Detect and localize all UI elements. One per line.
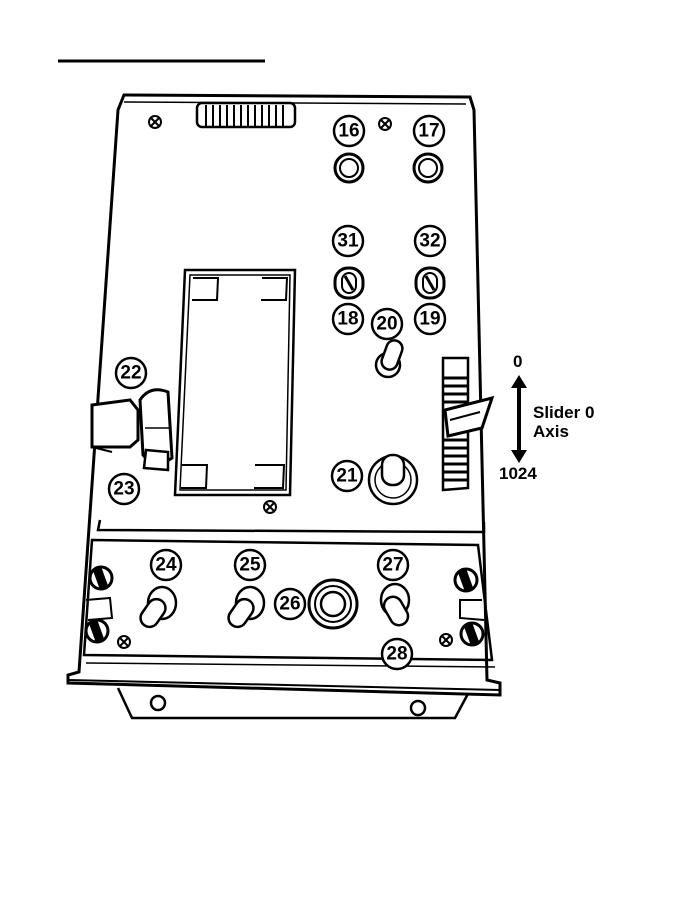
callout-22-label: 22 <box>120 363 141 384</box>
callout-17: 17 <box>414 116 444 146</box>
callout-26-label: 26 <box>279 594 300 615</box>
slider-axis-title-line1: Slider 0 <box>533 403 594 422</box>
callout-26: 26 <box>275 589 305 619</box>
callout-32: 32 <box>415 226 445 256</box>
slider-axis-title-line2: Axis <box>533 422 569 441</box>
screw-bottom-left-icon <box>118 636 130 648</box>
screw-top-left-icon <box>149 116 161 128</box>
callout-20-label: 20 <box>376 314 397 335</box>
callout-27-label: 27 <box>382 555 403 576</box>
top-thumbwheel <box>197 103 295 127</box>
callout-18-label: 18 <box>337 309 358 330</box>
callout-25-label: 25 <box>239 555 261 576</box>
callout-19: 19 <box>415 304 445 334</box>
screw-mid-icon <box>264 501 276 513</box>
callout-24-label: 24 <box>155 555 177 576</box>
slider-0-lever[interactable] <box>443 358 492 490</box>
bracket-hole-left <box>151 696 165 710</box>
button-26[interactable] <box>309 580 357 628</box>
slider-axis-max-label: 1024 <box>499 464 537 483</box>
callout-21-label: 21 <box>336 466 358 487</box>
slotted-screw-left-upper-icon <box>90 566 112 590</box>
bracket-hole-right <box>411 701 425 715</box>
callout-21: 21 <box>332 461 362 491</box>
callout-19-label: 19 <box>419 309 440 330</box>
slider-axis-arrow-up-icon <box>511 375 527 388</box>
callout-16: 16 <box>334 116 364 146</box>
callout-22: 22 <box>116 358 146 388</box>
palm-rest-recess <box>175 270 295 495</box>
callout-20: 20 <box>372 309 402 339</box>
callout-23: 23 <box>109 474 139 504</box>
callout-31: 31 <box>333 226 363 256</box>
screw-bottom-right-icon <box>440 634 452 646</box>
slotted-screw-left-lower-icon <box>86 619 108 643</box>
rocker-switch-32-19[interactable] <box>416 268 444 298</box>
callout-31-label: 31 <box>337 231 359 252</box>
slider-axis-arrow-down-icon <box>511 450 527 463</box>
slotted-screw-right-lower-icon <box>461 622 483 646</box>
slotted-screw-right-upper-icon <box>455 568 477 592</box>
callout-17-label: 17 <box>418 121 439 142</box>
callout-28: 28 <box>382 639 412 669</box>
callout-28-label: 28 <box>386 644 407 665</box>
callout-23-label: 23 <box>113 479 134 500</box>
callout-25: 25 <box>235 550 265 580</box>
hat-switch-21[interactable] <box>369 455 417 504</box>
slider-axis-min-label: 0 <box>513 352 522 371</box>
callout-32-label: 32 <box>419 231 440 252</box>
rocker-switch-31-18[interactable] <box>335 268 363 298</box>
callout-27: 27 <box>378 550 408 580</box>
callout-18: 18 <box>333 304 363 334</box>
screw-top-center-icon <box>379 118 391 130</box>
button-17[interactable] <box>414 154 442 182</box>
slider-axis-annotation: 0 Slider 0 Axis 1024 <box>499 352 594 483</box>
button-16[interactable] <box>335 154 363 182</box>
callout-16-label: 16 <box>338 121 359 142</box>
callout-24: 24 <box>151 550 181 580</box>
